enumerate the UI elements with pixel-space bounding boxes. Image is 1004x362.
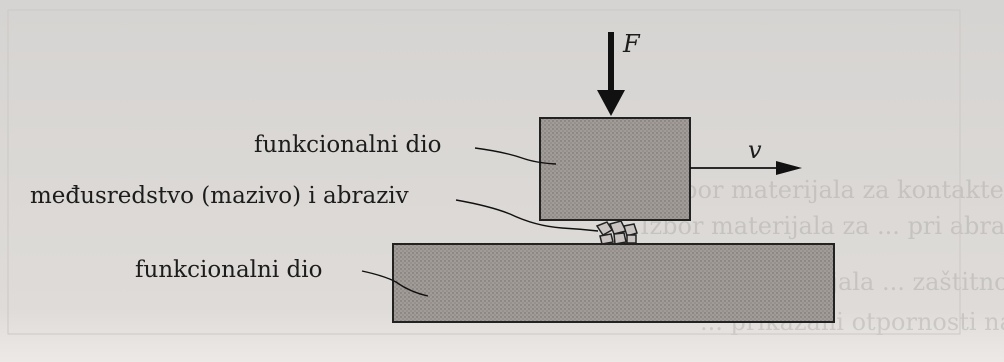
ghost-line-1: Izbor materijala za kontakte — [660, 176, 1004, 204]
force-label: F — [623, 30, 640, 58]
upper-part-label: funkcionalni dio — [254, 132, 442, 158]
ghost-line-2: Izbor materijala za ... pri abrazivnom .… — [640, 212, 1004, 240]
force-arrow — [597, 32, 625, 116]
lower-plate — [392, 243, 835, 323]
velocity-arrow — [690, 161, 802, 175]
leader-upper — [474, 147, 557, 165]
leader-lower — [361, 270, 429, 297]
velocity-label: v — [748, 136, 762, 164]
abrasive-particles — [595, 220, 638, 245]
lower-part-label: funkcionalni dio — [135, 257, 323, 283]
figure-frame — [7, 9, 961, 335]
leader-medium — [455, 199, 599, 232]
medium-label: međusredstvo (mazivo) i abraziv — [30, 183, 409, 209]
upper-block — [539, 117, 691, 221]
